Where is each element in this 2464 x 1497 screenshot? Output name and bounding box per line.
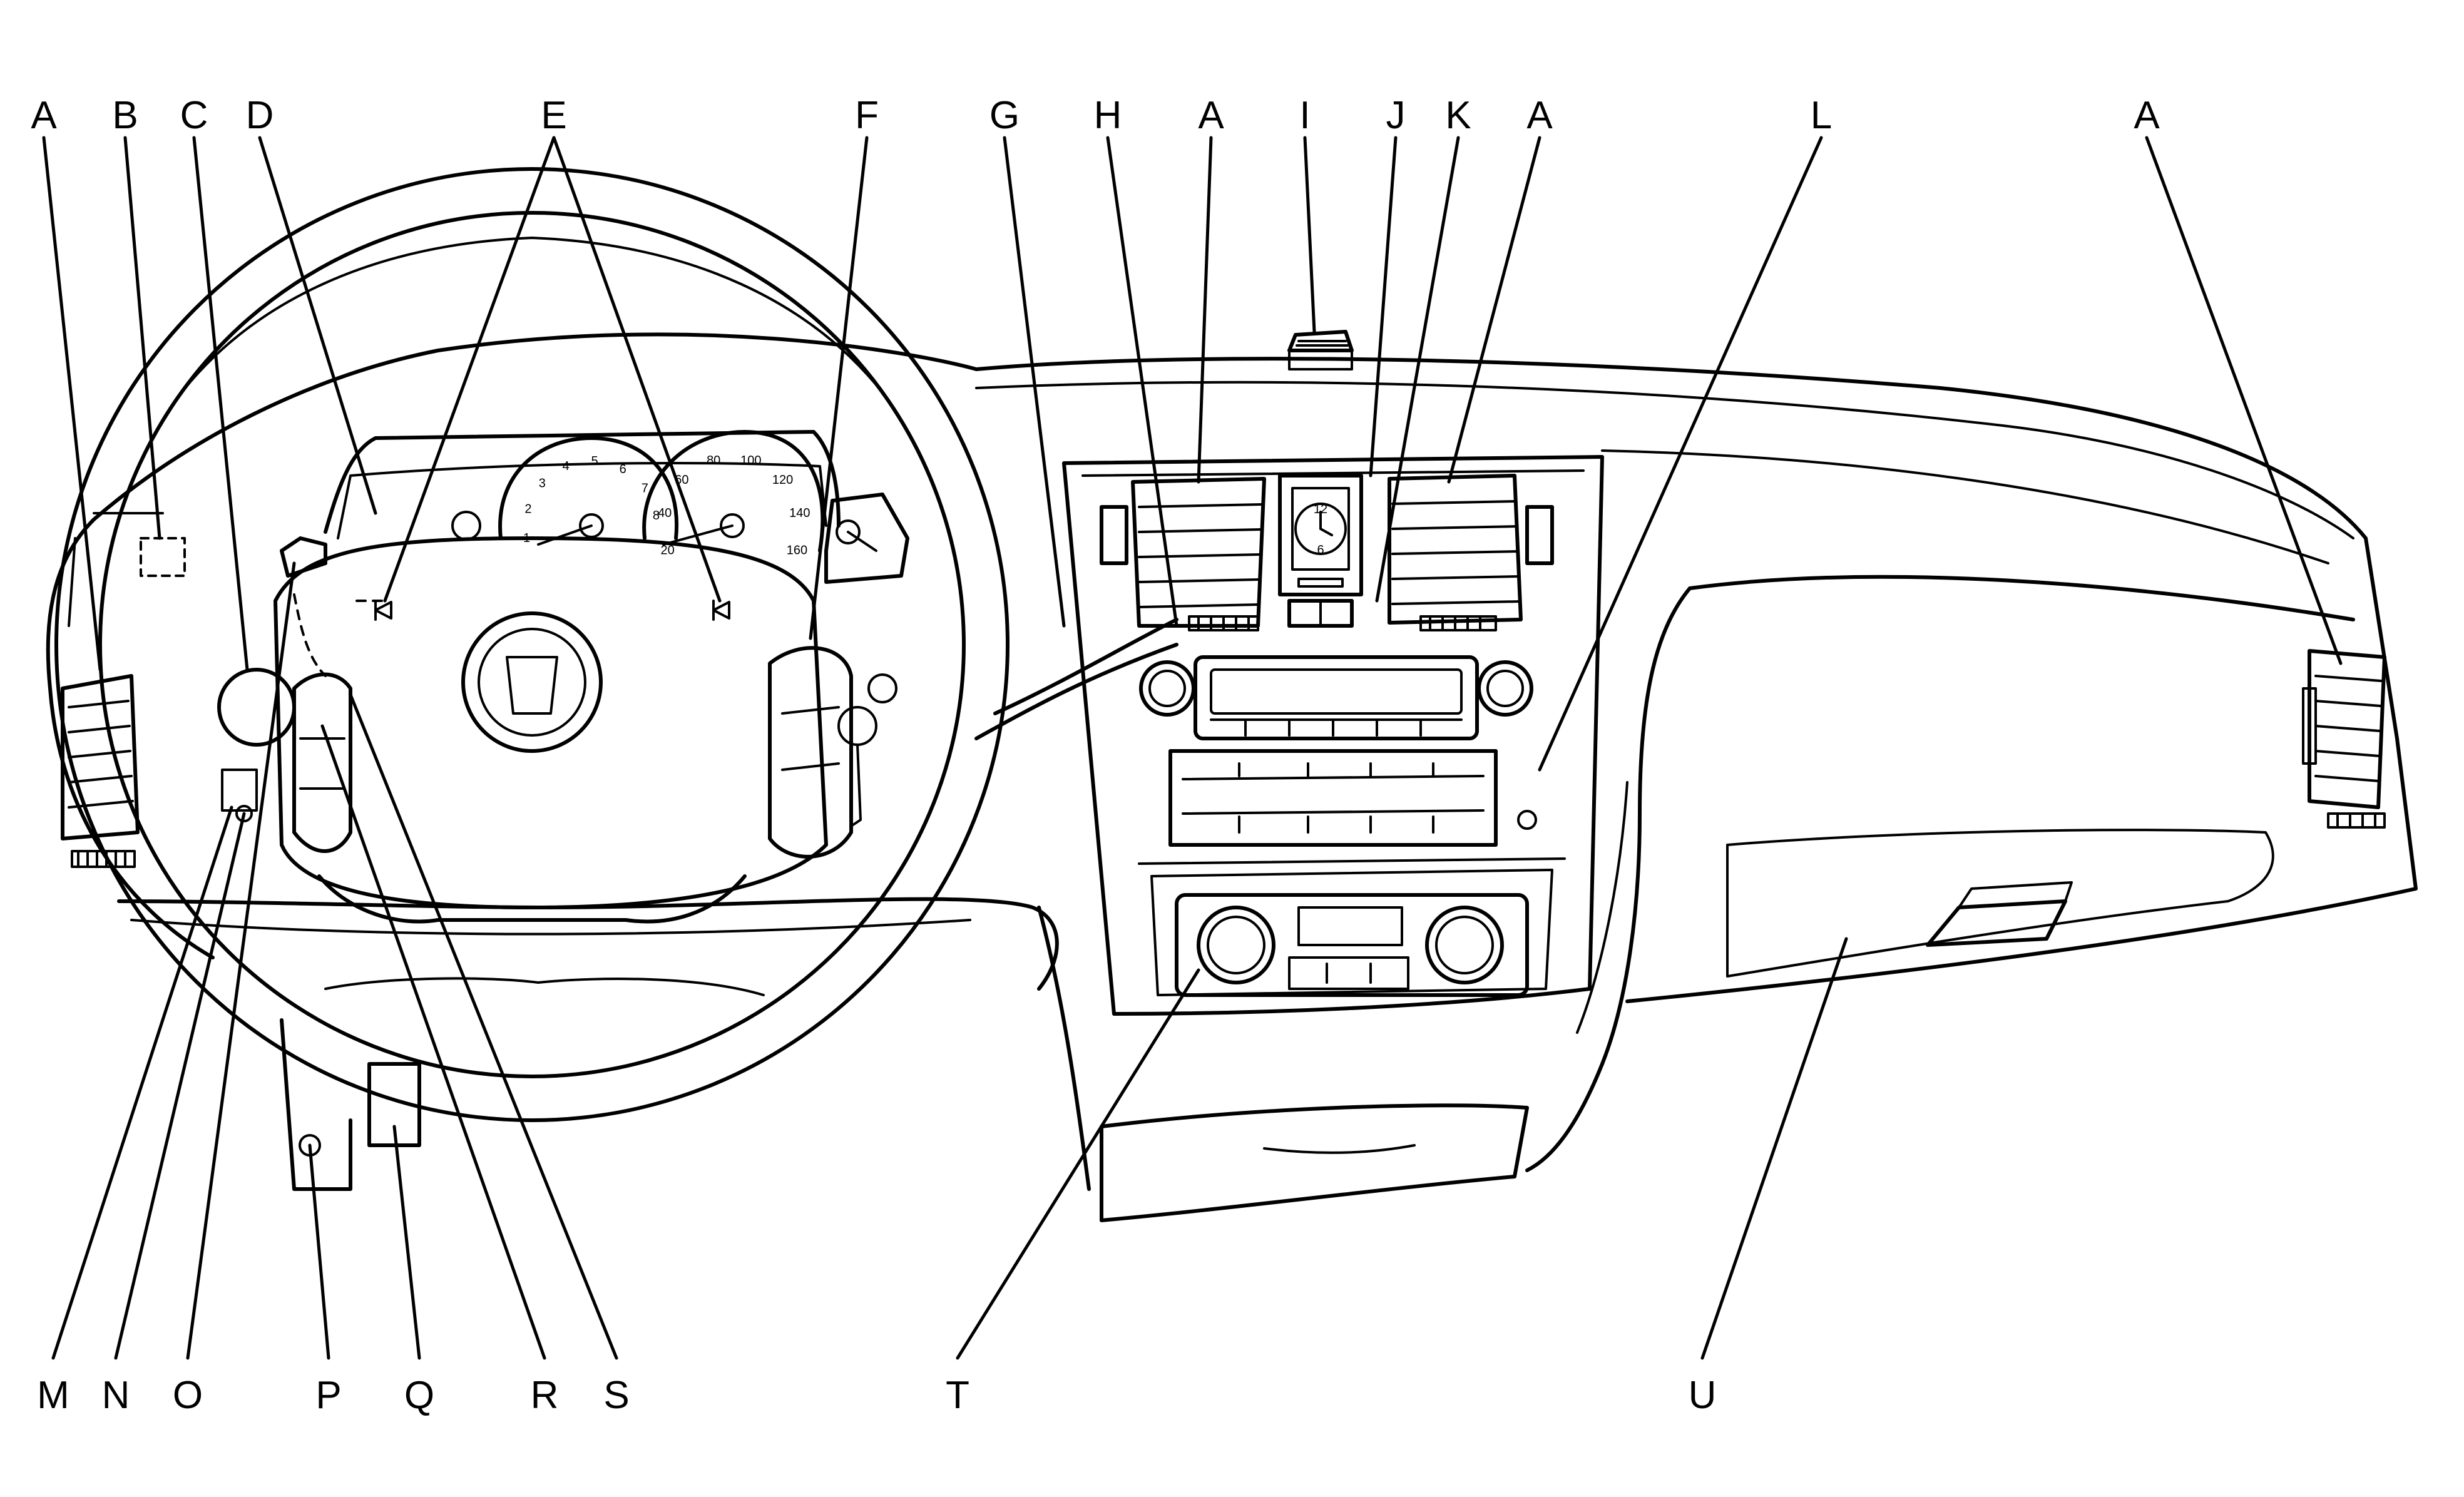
gauge-tick-label: 120 [772,473,793,487]
callout-label: N [102,1374,130,1417]
steering-emblem [461,611,603,753]
turn-signal-lever [280,536,327,578]
gauge-tick-label: 6 [620,462,626,476]
callout-label: E [541,94,566,137]
gauge-tick-label: 8 [653,509,660,523]
callout-label: M [37,1374,69,1417]
callout-labels-top: A B C D E F G H A I J K A L A [31,94,2160,137]
gauge-tick-label: 2 [524,503,531,516]
callout-label: K [1445,94,1471,137]
gauge-tick-label: 3 [539,477,546,491]
ignition-key [837,673,897,827]
hood-release [367,1062,421,1147]
callout-label: R [531,1374,559,1417]
gauge-tick-label: 20 [660,544,674,558]
callout-label: O [173,1374,203,1417]
callout-label: S [603,1374,629,1417]
climate-controls [1175,893,1529,997]
center-right-vent [1388,474,1554,631]
shift-lever [993,618,1178,715]
callout-labels-bottom: M N O P Q R S T U [37,1374,1716,1417]
gauge-tick-label: 80 [707,454,720,467]
climate-left-knob [1197,906,1275,984]
sensor-dot [1517,810,1537,830]
analog-clock: 12 6 [1278,474,1363,628]
callout-label: A [1526,94,1553,137]
gauge-tick-label: 5 [591,454,598,468]
pedal-area [280,1018,352,1191]
horn-symbol-right [712,600,730,621]
callout-label: T [946,1374,969,1417]
left-steering-controls [292,672,352,853]
callout-label: G [989,94,1020,137]
gauge-tick-label: 160 [787,544,807,558]
callout-label: U [1689,1374,1717,1417]
gauge-tick-label: 100 [740,454,761,467]
switch-box [221,769,258,812]
callout-leaders [42,136,2343,1360]
right-steering-controls [768,646,853,859]
callout-label: F [855,94,879,137]
climate-right-knob [1425,906,1504,984]
gauge-tick-label: 40 [658,506,672,520]
audio-system [1139,655,1537,847]
gauge-tick-label: 140 [789,506,810,520]
right-side-vent [2302,649,2386,829]
gauge-tick-label: 7 [642,482,648,496]
left-side-vent [61,674,140,868]
callout-label: C [180,94,208,137]
callout-label: B [112,94,138,137]
horn-symbol-left [374,600,392,621]
clock-twelve-label: 12 [1314,503,1327,516]
headlamp-switch [140,537,186,577]
steering-wheel [54,167,1010,1122]
radio-right-knob [1477,660,1533,717]
radio-left-knob [1139,660,1195,717]
gauge-tick-label: 4 [563,459,570,473]
callout-label: D [246,94,274,137]
callout-label: L [1811,94,1832,137]
callout-label: J [1386,94,1406,137]
callout-label: A [31,94,57,137]
callout-label: A [1198,94,1224,137]
callout-label: Q [404,1374,434,1417]
callout-label: H [1094,94,1122,137]
center-left-vent [1100,477,1266,631]
callout-label: A [2134,94,2160,137]
fuel-gauge [824,493,909,584]
knob [217,668,296,747]
clock-six-label: 6 [1317,543,1324,557]
callout-label: I [1299,94,1310,137]
temp-gauge [451,511,481,541]
callout-label: P [315,1374,341,1417]
dashboard-body [46,330,2418,1222]
left-controls [140,536,1178,1191]
air-vents [61,474,2386,868]
